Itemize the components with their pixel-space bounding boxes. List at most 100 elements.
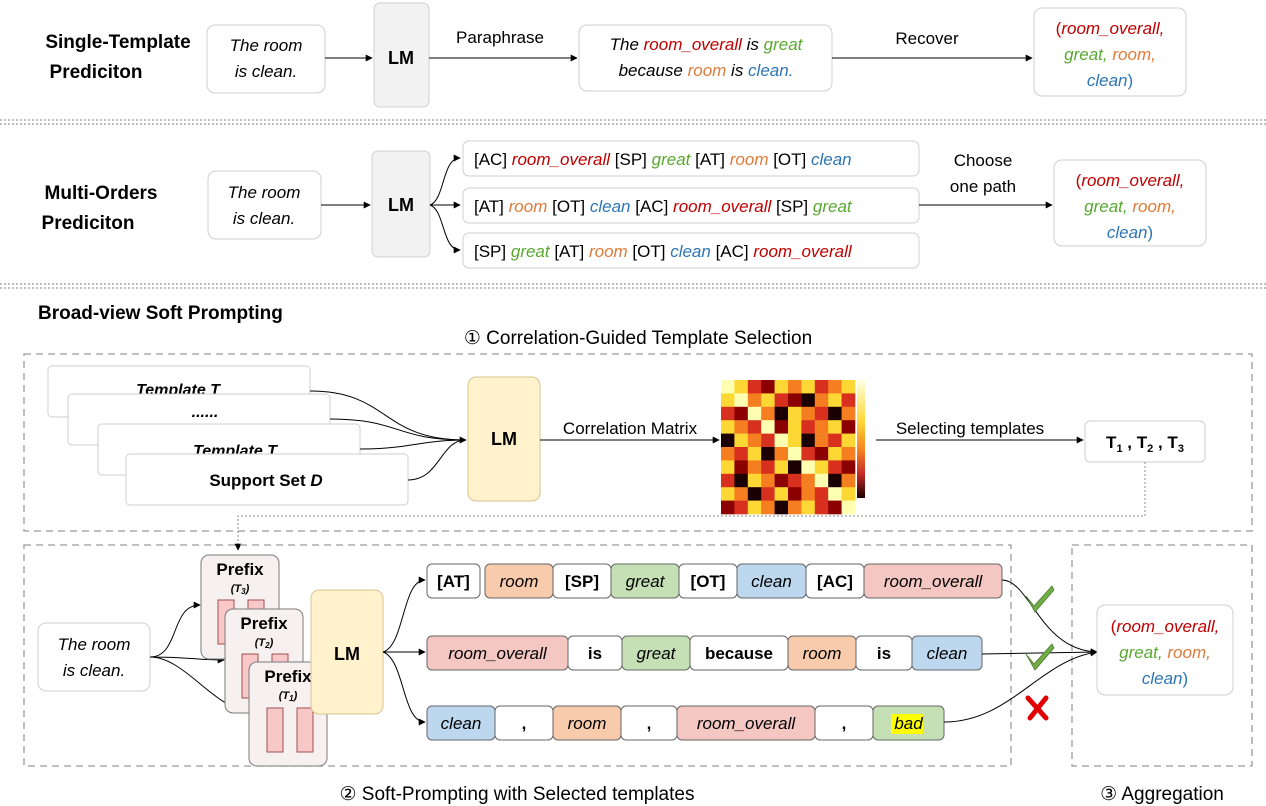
s2-input-line1: The room [228,183,301,202]
template-card-dots-label: ...... [192,404,219,421]
heatmap-cell [801,447,816,461]
heatmap-cell [761,473,775,488]
heatmap-cell [801,433,816,448]
heatmap-cell [801,380,816,394]
cross-icon [1025,695,1049,721]
paraphrase-label: Paraphrase [456,28,544,47]
single-template-label-1: Single-Template [45,32,190,53]
heatmap-cell [774,420,789,434]
heatmap-cell [788,433,802,448]
heatmap-cell [828,420,842,434]
row2-token-label: is [588,644,602,663]
broad-view-section: Broad-view Soft Prompting ① Correlation-… [23,303,1253,805]
heatmap-cell [774,500,789,515]
s3-input-line2: is clean. [63,661,125,680]
heatmap-cell [801,420,816,434]
heatmap-cell [761,406,775,421]
heatmap-cell [814,380,829,394]
heatmap-cell [734,406,749,421]
heatmap-cell [721,420,735,434]
heatmap-cell [747,473,762,488]
heatmap-cell [814,393,829,408]
prefix-card-2-sub: (T2) [255,637,274,650]
heatmap-cell [774,406,789,421]
heatmap-cell [721,406,735,421]
heatmap-cell [761,420,775,434]
s3-result-line1: (room_overall, [1111,617,1220,636]
row3-token-label: room [568,714,607,733]
path-1-box [462,140,920,177]
row3-token-label: , [522,714,527,733]
heatmap-cell [788,406,802,421]
heatmap-cell [734,473,749,488]
heatmap-cell [721,487,735,501]
s1-input-line1: The room [230,36,303,55]
single-template-section: Single-Template Prediciton The room is c… [45,2,1187,108]
heatmap-cell [801,473,816,488]
s3-input-box [37,622,151,692]
heatmap-cell [841,460,856,475]
s3-result-line2: great, room, [1119,643,1211,662]
heatmap-cell [814,406,829,421]
step1-lm-box [467,376,541,502]
heatmap-cell [841,447,856,461]
step1-panel [23,353,1253,532]
recover-label: Recover [895,29,959,48]
s1-input-box [206,24,326,94]
check-icon [1025,585,1055,613]
row2-token-label: clean [927,644,968,663]
heatmap-cell [814,433,829,448]
s3-result-line3: clean) [1142,669,1188,688]
row3-token-label: bad [894,714,923,733]
s3-input-line1: The room [58,635,131,654]
heatmap-cell [721,460,735,475]
heatmap-cell [721,380,735,394]
row2-token-box [911,635,983,671]
heatmap-cell [828,487,842,501]
s1-result-line1: (room_overall, [1056,19,1165,38]
heatmap-cell [841,393,856,408]
prefix-card-1-label: Prefix [264,667,312,686]
s2-result-line3: clean) [1107,223,1153,242]
row2-token-label: great [637,644,677,663]
heatmap-cell [747,500,762,515]
step1-lm-label: LM [491,429,517,449]
s1-result-line3: clean) [1087,71,1133,90]
token-rows: [AT]room[SP]great[OT]clean[AC]room_overa… [426,563,1003,741]
path-3-text: [SP] great [AT] room [OT] clean [AC] roo… [474,242,853,261]
heatmap-cell [774,460,789,475]
s2-lm-box [371,150,431,258]
row2-token-label: room [803,644,842,663]
row1-token-label: room_overall [884,572,983,591]
heatmap-cell [801,500,816,515]
s2-result-box [1053,159,1207,247]
s2-input-box [207,170,322,240]
s2-input-line2: is clean. [233,209,295,228]
step3-title: ③ Aggregation [1100,784,1224,805]
heatmap-cell [761,393,775,408]
path-2-text: [AT] room [OT] clean [AC] room_overall [… [474,197,853,216]
heatmap-cell [814,447,829,461]
choose-label-2: one path [950,177,1016,196]
row1-token-label: [SP] [565,572,599,591]
heatmap-cell [721,433,735,448]
heatmap-cell [747,460,762,475]
s1-result-box [1033,7,1187,97]
heatmap-cell [841,406,856,421]
path-3-box [462,232,920,269]
heatmap-cell [774,393,789,408]
multi-orders-section: Multi-Orders Prediciton The room is clea… [42,140,1207,269]
heatmap-cell [734,460,749,475]
s1-output-line1: The room_overall is great [610,35,804,54]
heatmap-cell [828,460,842,475]
heatmap-cell [761,447,775,461]
heatmap-cell [828,393,842,408]
row2-token-label: because [705,644,773,663]
s2-result-line2: great, room, [1084,197,1176,216]
heatmap-cell [801,487,816,501]
row1-token-label: [OT] [691,572,726,591]
row1-token-label: great [626,572,666,591]
multi-orders-label-1: Multi-Orders [45,183,158,204]
row3-token-label: , [647,714,652,733]
